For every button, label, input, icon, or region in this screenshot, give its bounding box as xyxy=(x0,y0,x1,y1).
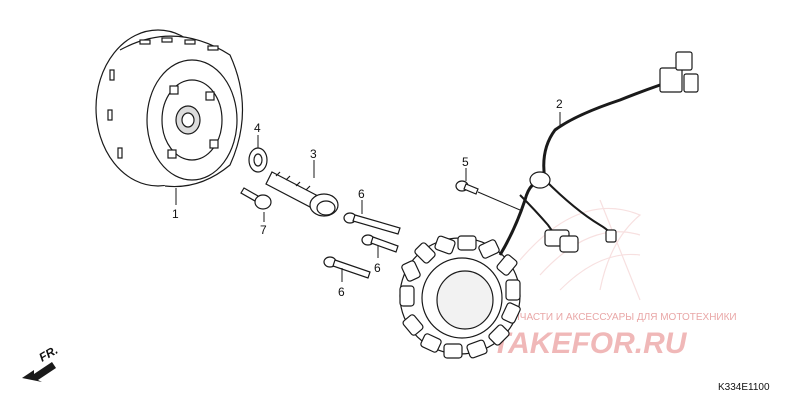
callouts: 1 2 3 4 5 6 6 6 7 xyxy=(172,97,563,299)
callout-1: 1 xyxy=(172,207,179,221)
callout-5: 5 xyxy=(462,155,469,169)
leader-lines xyxy=(175,112,561,282)
front-direction-indicator: FR. xyxy=(22,343,60,382)
watermark-logo xyxy=(519,199,642,301)
part-washer xyxy=(248,147,268,173)
callout-7: 7 xyxy=(260,223,267,237)
part-stator xyxy=(399,51,699,359)
callout-6c: 6 xyxy=(338,285,345,299)
part-flange-bolt xyxy=(265,171,339,217)
callout-4: 4 xyxy=(254,121,261,135)
callout-6a: 6 xyxy=(358,187,365,201)
part-screw xyxy=(455,180,479,195)
watermark: ЗАПЧАСТИ И АКСЕССУАРЫ ДЛЯ МОТОТЕХНИКИ TA… xyxy=(492,199,737,360)
part-flywheel xyxy=(95,29,243,188)
part-bolts-6 xyxy=(323,212,401,279)
direction-label: FR. xyxy=(37,343,61,365)
diagram-code: K334E1100 xyxy=(718,382,770,393)
arrow-down-left-icon xyxy=(22,362,56,382)
watermark-site: TAKEFOR.RU xyxy=(492,327,688,360)
callout-3: 3 xyxy=(310,147,317,161)
callout-6b: 6 xyxy=(374,261,381,275)
watermark-tagline: ЗАПЧАСТИ И АКСЕССУАРЫ ДЛЯ МОТОТЕХНИКИ xyxy=(500,312,737,323)
callout-2: 2 xyxy=(556,97,563,111)
part-small-bolt xyxy=(240,187,272,210)
